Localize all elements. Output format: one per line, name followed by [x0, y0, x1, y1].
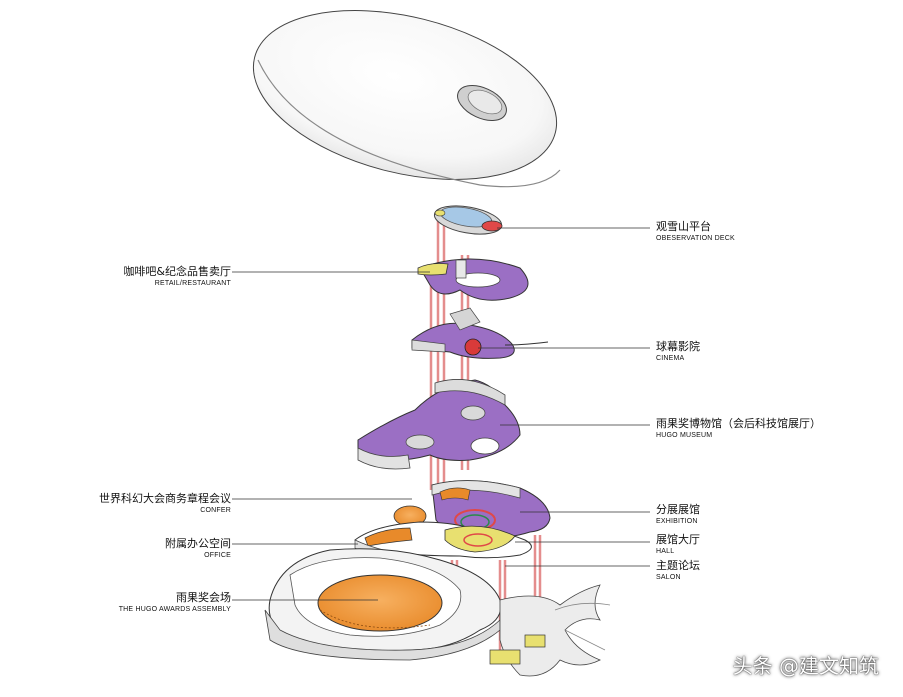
retail-level: [417, 258, 529, 301]
label-exhibition-en: EXHIBITION: [656, 518, 698, 525]
label-observation-deck-zh: 观雪山平台: [656, 220, 711, 233]
label-salon-en: SALON: [656, 574, 681, 581]
label-confer: 世界科幻大会商务章程会议 CONFER: [99, 493, 231, 514]
watermark: 头条 @建文知筑: [732, 654, 879, 678]
label-salon: 主题论坛 SALON: [656, 560, 700, 581]
label-museum-zh: 雨果奖博物馆（会后科技馆展厅）: [656, 417, 821, 430]
leader-lines: [232, 227, 650, 601]
assembly-level: [264, 548, 611, 677]
label-salon-zh: 主题论坛: [656, 559, 700, 572]
label-museum-en: HUGO MUSEUM: [656, 432, 713, 439]
label-hall-zh: 展馆大厅: [656, 533, 700, 546]
label-retail-en: RETAIL/RESTAURANT: [154, 280, 231, 287]
label-hall-en: HALL: [656, 548, 675, 555]
label-confer-en: CONFER: [200, 507, 231, 514]
label-cinema-zh: 球幕影院: [656, 340, 700, 353]
label-assembly: 雨果奖会场 THE HUGO AWARDS ASSEMBLY: [119, 592, 231, 613]
label-confer-zh: 世界科幻大会商务章程会议: [99, 492, 231, 505]
label-exhibition-zh: 分展展馆: [656, 503, 700, 516]
roof-shell: [252, 10, 561, 188]
label-hall: 展馆大厅 HALL: [656, 534, 700, 555]
label-exhibition: 分展展馆 EXHIBITION: [656, 504, 700, 525]
label-museum: 雨果奖博物馆（会后科技馆展厅） HUGO MUSEUM: [656, 418, 821, 439]
label-assembly-zh: 雨果奖会场: [176, 591, 231, 604]
label-cinema: 球幕影院 CINEMA: [656, 341, 700, 362]
label-observation-deck: 观雪山平台 OBESERVATION DECK: [656, 221, 735, 242]
cinema-level: [411, 307, 549, 359]
label-cinema-en: CINEMA: [656, 355, 685, 362]
label-office: 附属办公空间 OFFICE: [165, 538, 231, 559]
label-observation-deck-en: OBESERVATION DECK: [656, 235, 735, 242]
observation-deck-level: [433, 205, 503, 235]
label-office-zh: 附属办公空间: [165, 537, 231, 550]
label-office-en: OFFICE: [204, 552, 231, 559]
label-assembly-en: THE HUGO AWARDS ASSEMBLY: [118, 606, 231, 613]
label-retail-zh: 咖啡吧&纪念品售卖厅: [123, 265, 231, 278]
museum-level: [357, 379, 521, 470]
label-retail: 咖啡吧&纪念品售卖厅 RETAIL/RESTAURANT: [123, 266, 231, 287]
